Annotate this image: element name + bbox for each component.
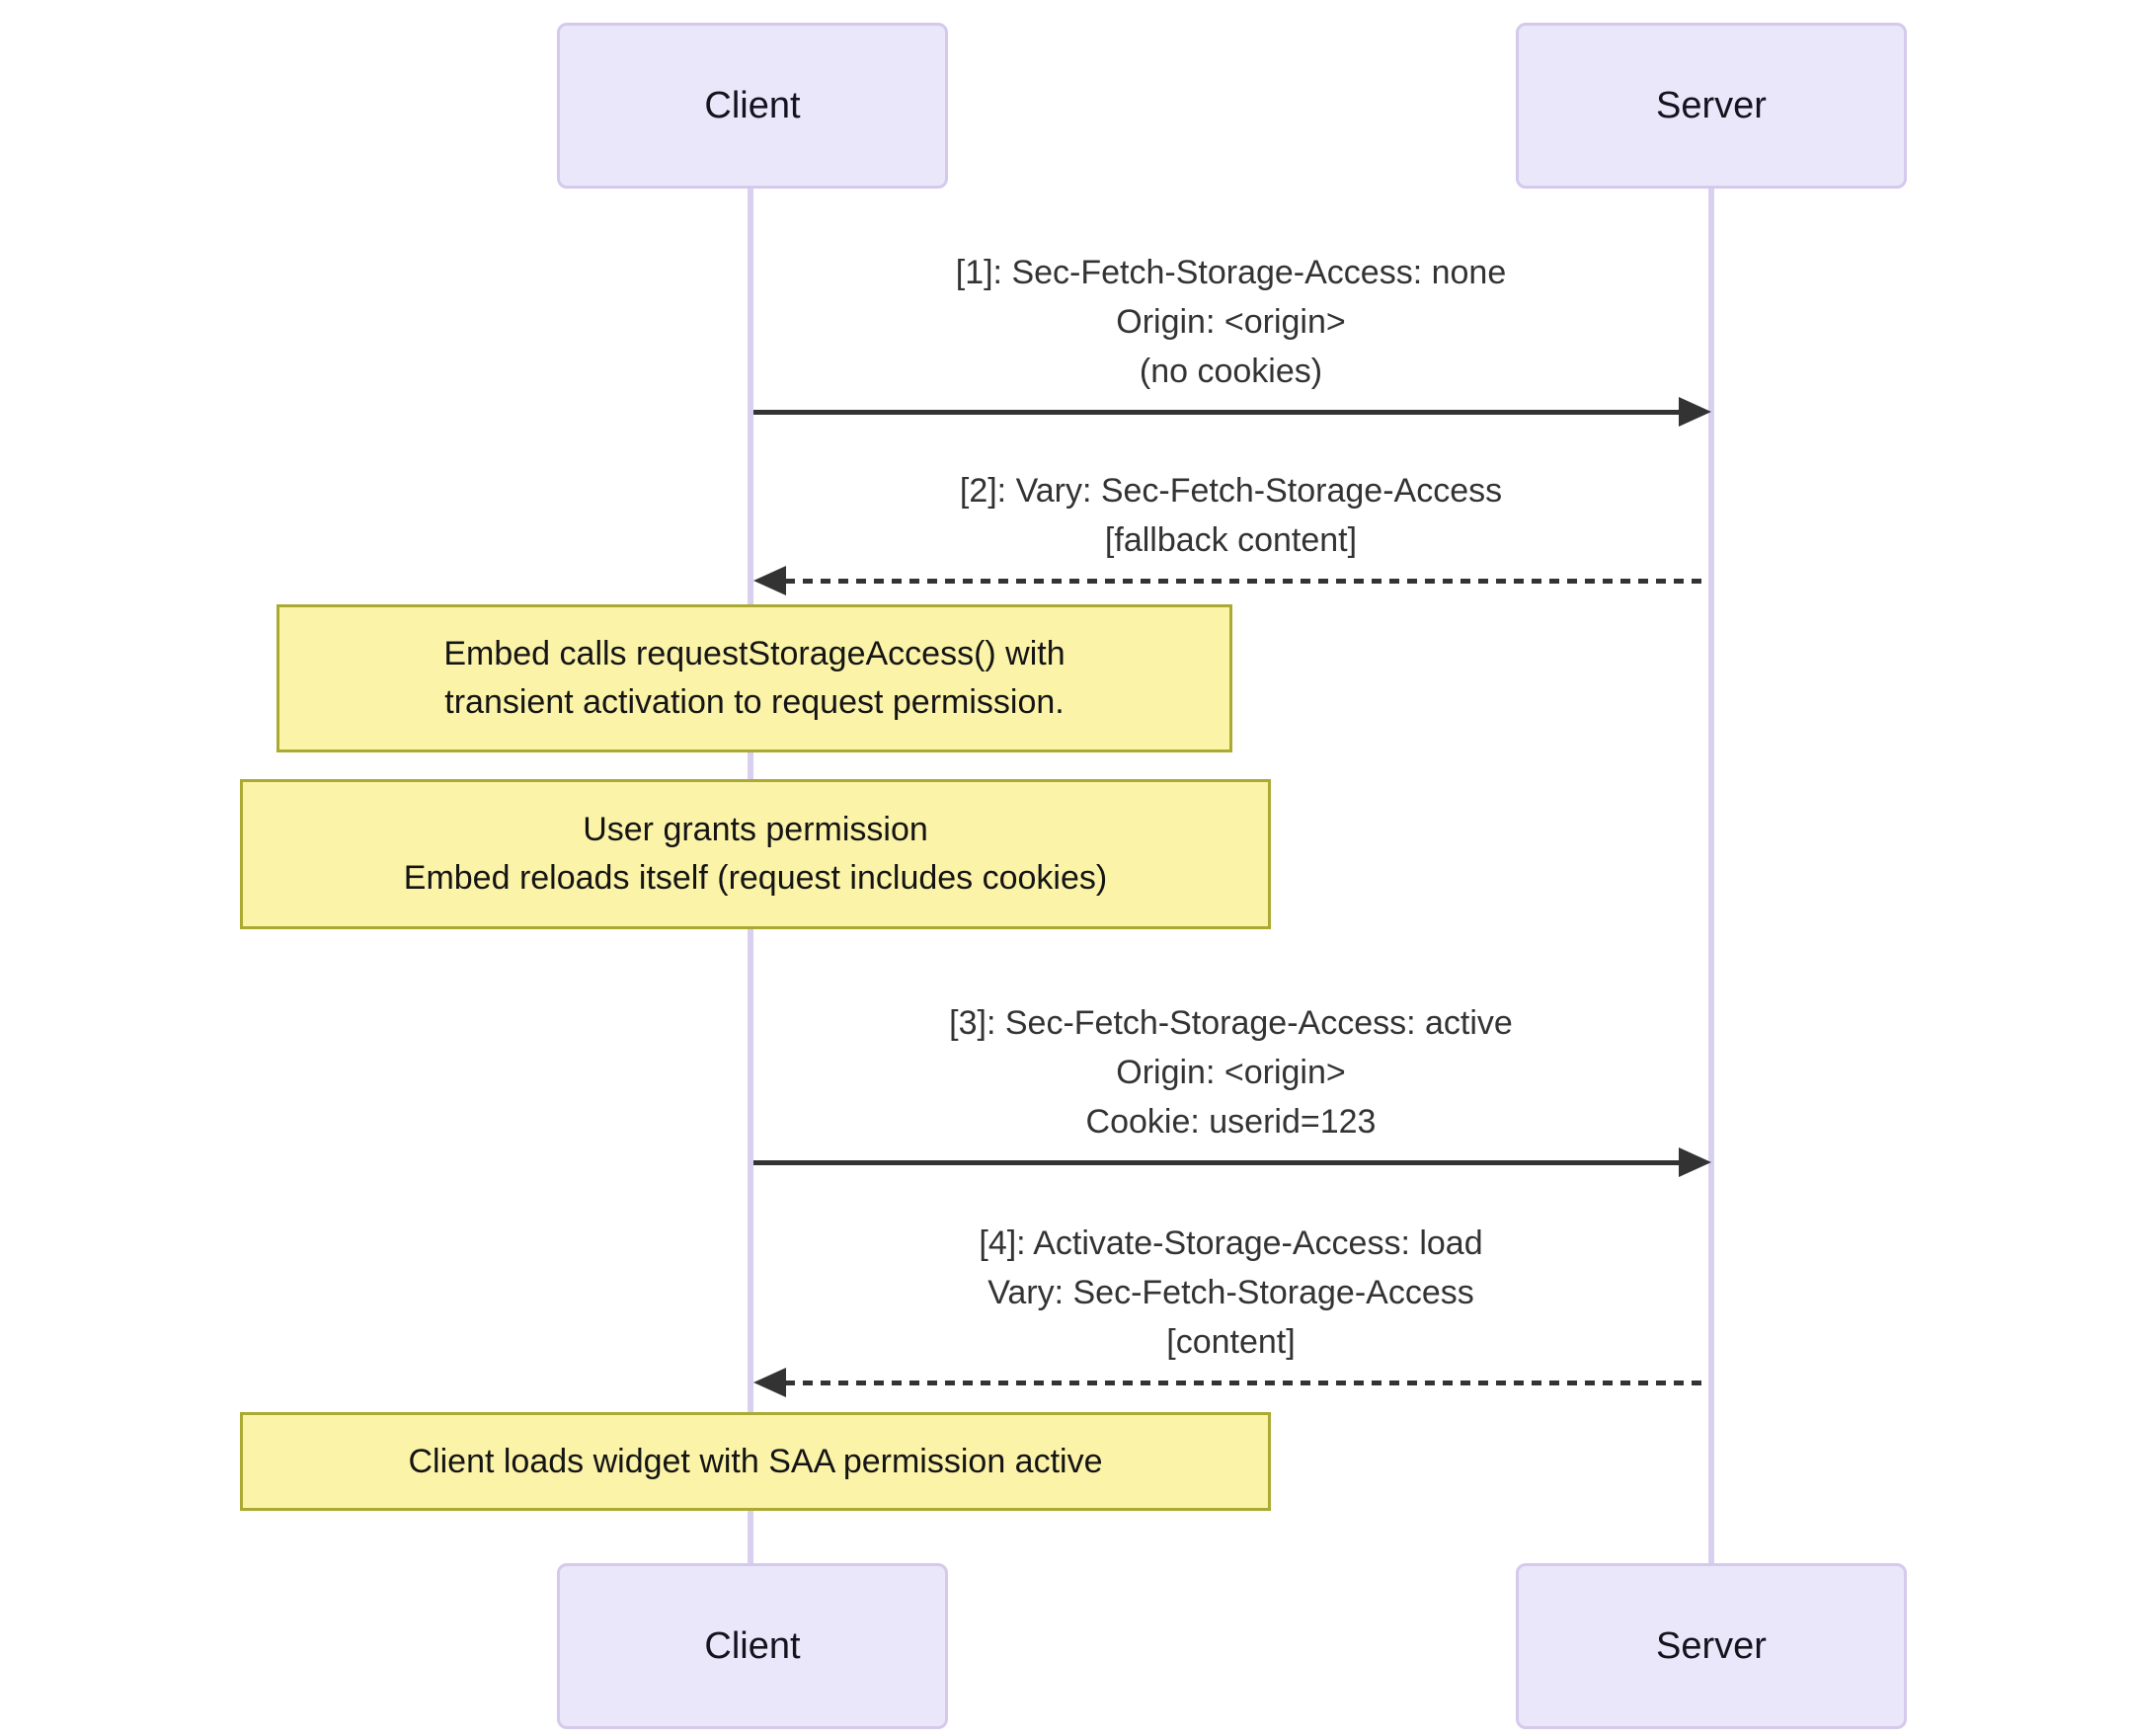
note-2-line-2: Embed reloads itself (request includes c… bbox=[403, 859, 1108, 897]
actor-server-top: Server bbox=[1516, 23, 1907, 189]
message-4-text: [4]: Activate-Storage-Access: load Vary:… bbox=[750, 1219, 1711, 1367]
message-3-line-2: Origin: <origin> bbox=[1116, 1054, 1346, 1091]
message-4-line-3: [content] bbox=[1166, 1323, 1296, 1361]
arrowhead-left-icon bbox=[753, 1368, 786, 1397]
server-lifeline bbox=[1708, 189, 1714, 1563]
note-client-loads-widget: Client loads widget with SAA permission … bbox=[240, 1412, 1271, 1511]
note-1-line-1: Embed calls requestStorageAccess() with bbox=[443, 635, 1066, 672]
message-3-arrow bbox=[753, 1160, 1681, 1165]
message-1-text: [1]: Sec-Fetch-Storage-Access: none Orig… bbox=[750, 248, 1711, 396]
note-1-line-2: transient activation to request permissi… bbox=[444, 683, 1065, 721]
message-3-line-3: Cookie: userid=123 bbox=[1085, 1103, 1377, 1141]
message-2-arrow bbox=[785, 579, 1708, 584]
message-4-line-2: Vary: Sec-Fetch-Storage-Access bbox=[987, 1274, 1474, 1311]
message-2-text: [2]: Vary: Sec-Fetch-Storage-Access [fal… bbox=[750, 466, 1711, 565]
note-embed-request-permission: Embed calls requestStorageAccess() with … bbox=[276, 604, 1232, 752]
note-user-grants-permission: User grants permission Embed reloads its… bbox=[240, 779, 1271, 929]
arrowhead-right-icon bbox=[1679, 397, 1711, 427]
message-1-line-3: (no cookies) bbox=[1139, 353, 1323, 390]
message-4-arrow bbox=[785, 1381, 1708, 1385]
actor-client-bottom-label: Client bbox=[704, 1624, 801, 1667]
message-4-line-1: [4]: Activate-Storage-Access: load bbox=[979, 1224, 1483, 1262]
actor-client-top: Client bbox=[557, 23, 948, 189]
message-1-line-2: Origin: <origin> bbox=[1116, 303, 1346, 341]
message-1-arrow bbox=[753, 410, 1681, 415]
message-2-line-1: [2]: Vary: Sec-Fetch-Storage-Access bbox=[959, 472, 1503, 510]
actor-server-top-label: Server bbox=[1656, 84, 1767, 126]
arrowhead-right-icon bbox=[1679, 1147, 1711, 1177]
message-3-text: [3]: Sec-Fetch-Storage-Access: active Or… bbox=[750, 998, 1711, 1146]
note-3-line-1: Client loads widget with SAA permission … bbox=[408, 1442, 1103, 1480]
message-3-line-1: [3]: Sec-Fetch-Storage-Access: active bbox=[949, 1004, 1513, 1042]
actor-client-top-label: Client bbox=[704, 84, 801, 126]
actor-client-bottom: Client bbox=[557, 1563, 948, 1729]
actor-server-bottom-label: Server bbox=[1656, 1624, 1767, 1667]
message-2-line-2: [fallback content] bbox=[1104, 521, 1358, 559]
arrowhead-left-icon bbox=[753, 566, 786, 595]
note-2-line-1: User grants permission bbox=[583, 811, 928, 848]
actor-server-bottom: Server bbox=[1516, 1563, 1907, 1729]
message-1-line-1: [1]: Sec-Fetch-Storage-Access: none bbox=[955, 254, 1507, 291]
